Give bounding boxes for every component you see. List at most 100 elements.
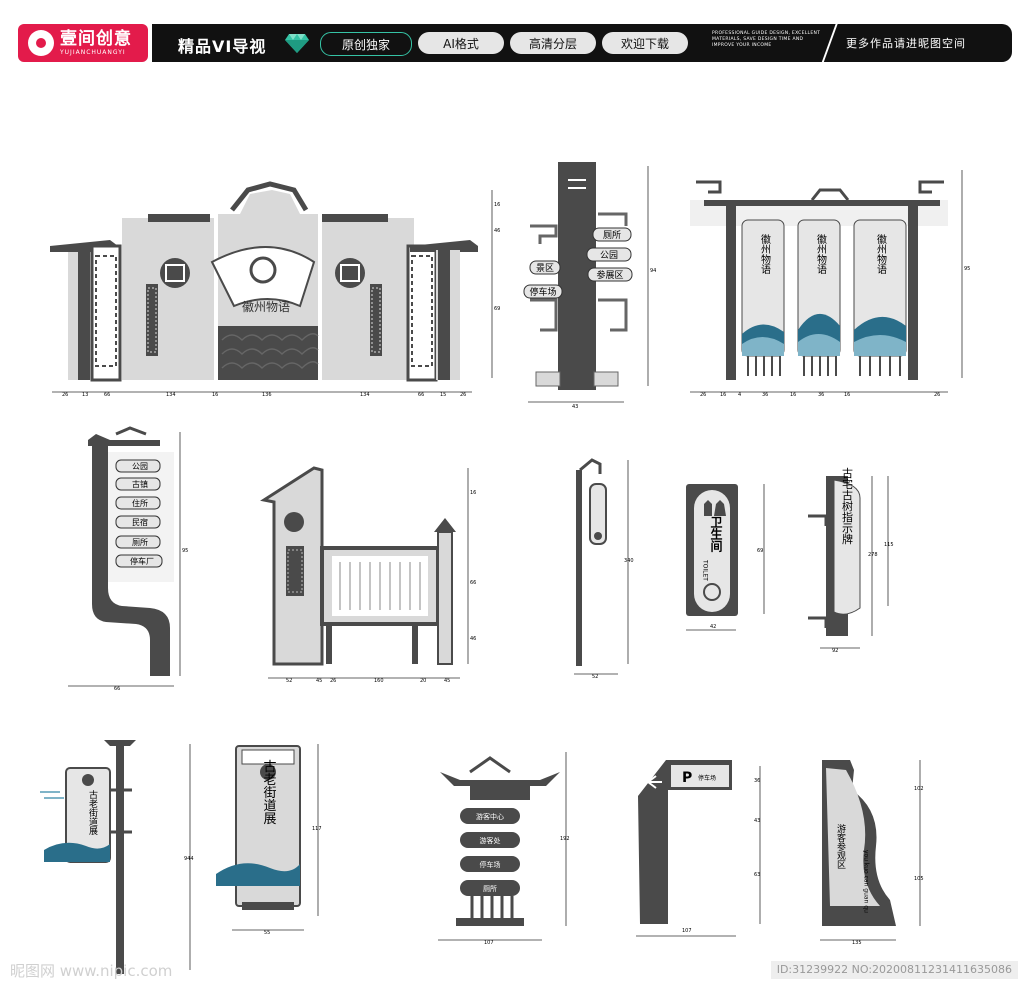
banner-text-2: 徽州物语 [815,233,827,275]
banner-dim-3: 4 [738,392,741,398]
banner-dim-7: 16 [844,392,850,398]
notice-dim-5: 20 [420,678,426,684]
street-panel-dim-height: 117 [312,826,322,832]
brand-logo-block[interactable]: 壹间创意 YUJIANCHUANGYI [18,24,148,62]
more-works-link[interactable]: 更多作品请进昵图空间 [846,37,966,50]
notice-dim-r1: 16 [470,490,476,496]
diamond-icon [285,34,309,53]
tagline-en: PROFESSIONAL GUIDE DESIGN, EXCELLENT MAT… [712,31,821,48]
scenic-dim-a: 102 [914,786,924,792]
tree-sign-text: 古宅古树指示牌 [841,467,854,545]
gate-dim-r3: 69 [494,306,500,312]
wall-item-5: 厕所 [132,537,148,547]
parking-dim-width: 107 [682,928,692,934]
notice-dim-4: 160 [374,678,384,684]
scenic-text: 游客参观区 [835,823,846,869]
page-title: 精品VI导视 [178,37,267,56]
parking-letter: P [682,770,692,786]
watermark-id: ID:31239922 NO:20200811231411635086 [770,961,1018,979]
gate-dim-1: 26 [62,392,68,398]
notice-dim-2: 45 [316,678,322,684]
gate-dim-7: 134 [360,392,370,398]
female-icon [714,500,726,516]
title-bar: 精品VI导视 原创独家 AI格式 高清分层 欢迎下载 PROFESSIONAL … [152,24,1012,66]
banner-dim-6: 36 [818,392,824,398]
parking-dim-r1: 36 [754,778,760,784]
directional-post-sign: 厕所 公园 景区 停车场 参展区 94 43 [523,162,656,410]
toilet-dim-width: 42 [710,624,716,630]
gate-dim-5: 16 [212,392,218,398]
banner-dim-height: 95 [964,266,970,272]
street-panel-sign: 古老街道展 117 55 [216,744,322,936]
arrow-left-icon [647,775,662,789]
toilet-en: TOILET [702,559,709,581]
tree-sign: 古宅古树指示牌 278 115 92 [808,467,894,654]
post-label-5: 参展区 [596,269,623,281]
post-label-2: 公园 [600,250,618,261]
wall-item-6: 停车厂 [130,556,154,566]
banner-dim-4: 36 [762,392,768,398]
hanging-sign: 340 52 [574,458,634,680]
tag-hd-layers[interactable]: 高清分层 [510,32,596,54]
parking-dim-r3: 63 [754,872,760,878]
brand-name: 壹间创意 [60,28,132,49]
header-bar: 壹间创意 YUJIANCHUANGYI 精品VI导视 原创独家 AI格式 高清分… [18,24,1012,66]
parking-sign: P 停车场 36 43 63 107 [636,760,761,937]
street-panel-dim-width: 55 [264,930,270,936]
gate-dim-9: 15 [440,392,446,398]
banner-dim-2: 16 [720,392,726,398]
scenic-dim-width: 135 [852,940,862,946]
post-dim-height: 94 [650,268,656,274]
notice-board-sign: 52 45 26 160 20 45 16 66 46 [260,466,476,684]
notice-dim-r2: 66 [470,580,476,586]
main-gate-sign: 徽州物语 26 13 66 134 16 136 134 66 15 26 16… [50,181,500,398]
gate-dim-4: 134 [166,392,176,398]
post-dim-width: 43 [572,404,578,410]
parking-label: 停车场 [698,774,716,782]
gate-dim-6: 136 [262,392,272,398]
tower-dim-height: 192 [560,836,570,842]
wall-item-2: 古镇 [132,479,148,489]
male-icon [704,500,712,516]
tower-item-1: 游客中心 [476,812,504,821]
arrow-tower-sign: 游客中心 游客处 停车场 厕所 192 107 [438,752,570,946]
wall-item-4: 民宿 [132,517,148,527]
banner-text-3: 徽州物语 [875,233,887,275]
gate-dim-r1: 16 [494,202,500,208]
toilet-title: 卫生间 [709,516,723,553]
toilet-sign: 卫生间 TOILET 69 42 [686,484,765,631]
street-pole-dim: 944 [184,856,194,862]
tag-welcome-download[interactable]: 欢迎下载 [602,32,688,54]
scenic-dim-b: 105 [914,876,924,882]
notice-dim-6: 45 [444,678,450,684]
wall-dim-width: 66 [114,686,120,692]
notice-dim-r3: 46 [470,636,476,642]
gate-dim-3: 66 [104,392,110,398]
gate-dim-2: 13 [82,392,88,398]
tag-ai-format[interactable]: AI格式 [418,32,504,54]
tower-dim-width: 107 [484,940,494,946]
post-label-1: 厕所 [603,230,621,241]
tag-original[interactable]: 原创独家 [320,32,412,56]
tower-item-3: 停车场 [480,860,501,869]
street-panel-text: 古老街道展 [261,760,277,825]
toilet-dim-height: 69 [757,548,763,554]
banner-frame-sign: 徽州物语 徽州物语 徽州物语 95 26 16 4 36 16 36 16 26 [690,170,970,398]
notice-dim-3: 26 [330,678,336,684]
wall-guide-sign: 公园 古镇 住所 民宿 厕所 停车厂 95 66 [68,426,188,692]
hanging-dim-height: 340 [624,558,634,564]
tower-item-2: 游客处 [480,836,501,845]
scenic-en: you kuo can guan qu [863,850,870,913]
street-pole-sign: 古老街道展 944 [40,740,194,974]
post-label-4: 停车场 [529,286,556,298]
banner-dim-1: 26 [700,392,706,398]
banner-dim-8: 26 [934,392,940,398]
post-label-3: 景区 [536,263,554,274]
hanging-dim-width: 52 [592,674,598,680]
watermark-left: 昵图网 www.nipic.com [10,962,173,980]
tower-item-4: 厕所 [483,884,497,893]
tree-dim-a: 278 [868,552,878,558]
scenic-sign: 游客参观区 you kuo can guan qu 102 105 135 [820,760,924,946]
wall-item-3: 住所 [132,498,148,508]
